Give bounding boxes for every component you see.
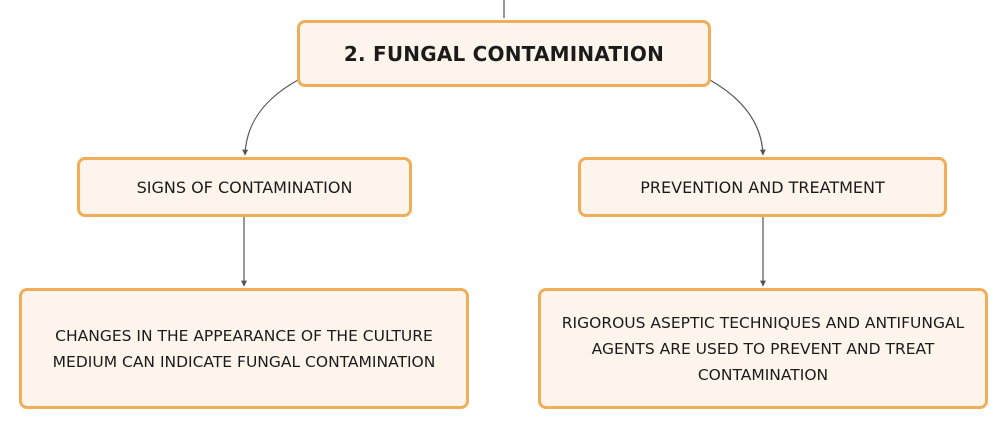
prevention-and-treatment-label: PREVENTION AND TREATMENT xyxy=(640,177,885,197)
root-node[interactable]: 2. FUNGAL CONTAMINATION xyxy=(297,20,711,87)
connector-root-to-signs xyxy=(242,79,299,156)
prevention-detail-text: RIGOROUS ASEPTIC TECHNIQUES AND ANTIFUNG… xyxy=(561,313,965,384)
signs-detail-text: CHANGES IN THE APPEARANCE OF THE CULTURE… xyxy=(52,326,436,371)
signs-detail-node[interactable]: CHANGES IN THE APPEARANCE OF THE CULTURE… xyxy=(19,288,469,409)
prevention-and-treatment-node[interactable]: PREVENTION AND TREATMENT xyxy=(578,157,947,217)
signs-of-contamination-node[interactable]: SIGNS OF CONTAMINATION xyxy=(77,157,412,217)
root-node-label: 2. FUNGAL CONTAMINATION xyxy=(343,41,665,66)
connector-root-to-prevention xyxy=(709,79,766,156)
signs-of-contamination-label: SIGNS OF CONTAMINATION xyxy=(136,177,353,197)
prevention-detail-node[interactable]: RIGOROUS ASEPTIC TECHNIQUES AND ANTIFUNG… xyxy=(538,288,988,409)
